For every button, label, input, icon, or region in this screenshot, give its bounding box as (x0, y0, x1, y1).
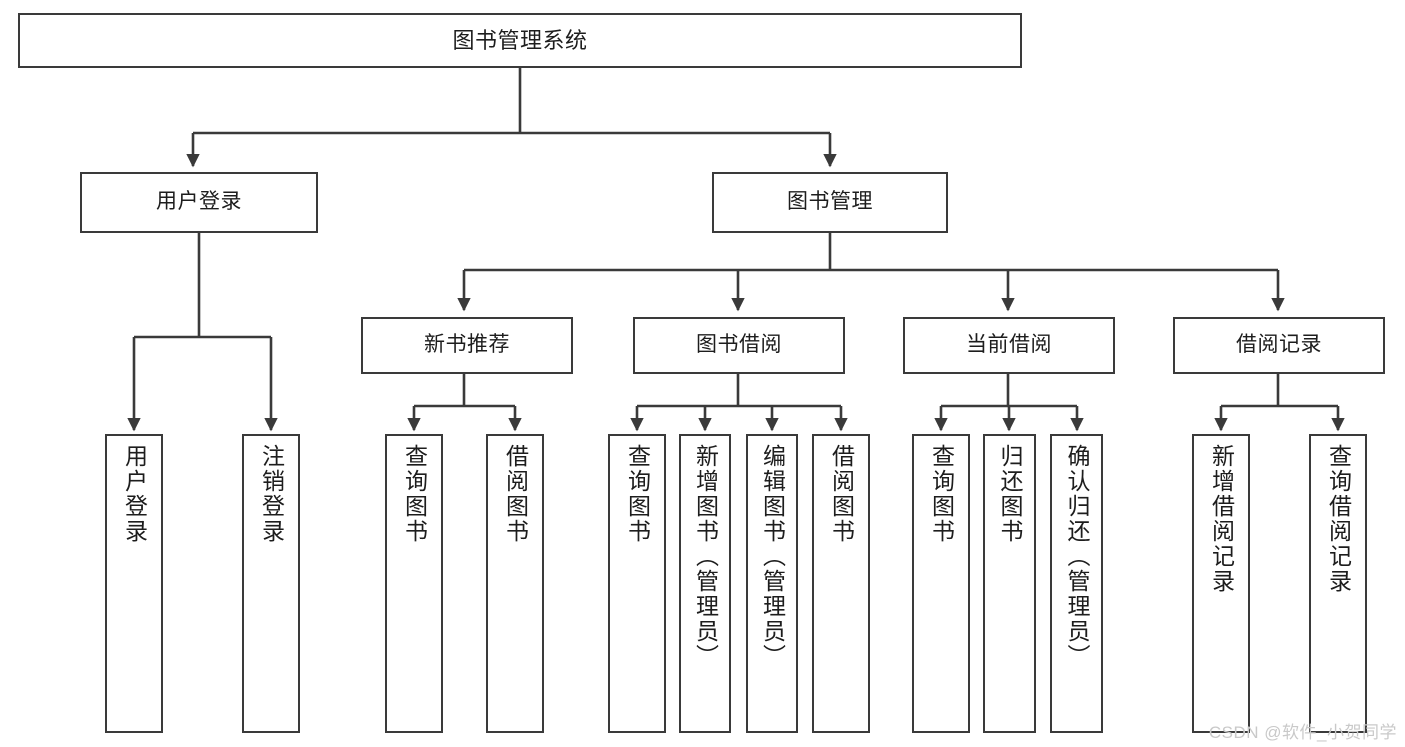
node-book-mgmt[interactable]: 图书管理 (712, 172, 948, 233)
node-leaf-return-book-label: 归还图书 (997, 444, 1023, 544)
node-leaf-user-login[interactable]: 用户登录 (105, 434, 163, 733)
node-leaf-query-book-current-label: 查询图书 (928, 444, 955, 544)
node-book-borrow-label: 图书借阅 (696, 333, 782, 357)
node-book-borrow[interactable]: 图书借阅 (633, 317, 845, 374)
node-leaf-add-borrow-record-label: 新增借阅记录 (1208, 444, 1235, 594)
node-borrow-record-label: 借阅记录 (1236, 333, 1322, 357)
node-new-book-rec[interactable]: 新书推荐 (361, 317, 573, 374)
node-leaf-query-borrow-record-label: 查询借阅记录 (1325, 444, 1352, 594)
node-leaf-borrow-book-borrow-label: 借阅图书 (828, 444, 855, 544)
node-leaf-edit-book-admin-label: 编辑图书（管理员） (759, 444, 786, 669)
csdn-watermark: CSDN @软件_小贺同学 (1208, 723, 1397, 742)
node-leaf-borrow-book-rec[interactable]: 借阅图书 (486, 434, 544, 733)
node-current-borrow[interactable]: 当前借阅 (903, 317, 1115, 374)
node-leaf-logout-label: 注销登录 (258, 444, 285, 544)
node-user-login[interactable]: 用户登录 (80, 172, 318, 233)
node-borrow-record[interactable]: 借阅记录 (1173, 317, 1385, 374)
node-current-borrow-label: 当前借阅 (966, 333, 1052, 357)
node-leaf-query-book-rec[interactable]: 查询图书 (385, 434, 443, 733)
node-leaf-query-book-borrow-label: 查询图书 (624, 444, 651, 544)
node-leaf-query-book-borrow[interactable]: 查询图书 (608, 434, 666, 733)
node-leaf-borrow-book-rec-label: 借阅图书 (502, 444, 529, 544)
node-leaf-query-book-rec-label: 查询图书 (401, 444, 428, 544)
node-leaf-add-book-admin[interactable]: 新增图书（管理员） (679, 434, 731, 733)
node-leaf-logout[interactable]: 注销登录 (242, 434, 300, 733)
node-root[interactable]: 图书管理系统 (18, 13, 1022, 68)
node-leaf-query-book-current[interactable]: 查询图书 (912, 434, 970, 733)
node-book-mgmt-label: 图书管理 (787, 190, 873, 214)
node-leaf-return-book[interactable]: 归还图书 (983, 434, 1036, 733)
node-leaf-borrow-book-borrow[interactable]: 借阅图书 (812, 434, 870, 733)
node-leaf-confirm-return-admin-label: 确认归还（管理员） (1064, 444, 1090, 669)
node-root-label: 图书管理系统 (452, 27, 588, 53)
node-leaf-confirm-return-admin[interactable]: 确认归还（管理员） (1050, 434, 1103, 733)
node-leaf-user-login-label: 用户登录 (121, 444, 148, 544)
node-user-login-label: 用户登录 (156, 190, 242, 214)
node-leaf-add-borrow-record[interactable]: 新增借阅记录 (1192, 434, 1250, 733)
node-new-book-rec-label: 新书推荐 (424, 333, 510, 357)
node-leaf-query-borrow-record[interactable]: 查询借阅记录 (1309, 434, 1367, 733)
node-leaf-add-book-admin-label: 新增图书（管理员） (692, 444, 719, 669)
node-leaf-edit-book-admin[interactable]: 编辑图书（管理员） (746, 434, 798, 733)
